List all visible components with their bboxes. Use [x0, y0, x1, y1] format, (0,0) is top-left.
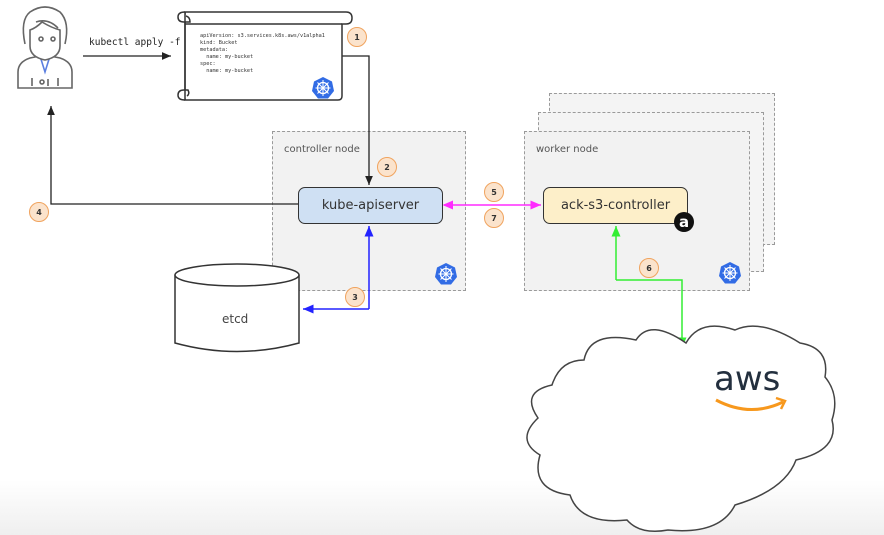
yaml-line: metadata:: [200, 47, 229, 53]
kube-apiserver-box[interactable]: kube-apiserver: [298, 187, 443, 224]
kubectl-command: kubectl apply -f: [89, 37, 181, 48]
yaml-line: kind: Bucket: [200, 40, 238, 46]
yaml-line: apiVersion: s3.services.k8s.aws/v1alpha1: [200, 33, 325, 39]
step-badge-4: 4: [29, 202, 49, 222]
aws-logo-text: aws: [714, 359, 781, 399]
step-badge-1: 1: [347, 27, 367, 47]
kubernetes-icon: [435, 263, 457, 285]
user-avatar-icon: [17, 6, 73, 89]
yaml-line: name: my-bucket: [200, 54, 254, 60]
aws-smile: [715, 398, 784, 412]
kubernetes-icon: [312, 77, 334, 99]
ack-badge-icon: a: [674, 212, 694, 232]
controller-node-label: controller node: [284, 144, 360, 155]
manifest-to-apiserver-arrow: [342, 55, 373, 185]
yaml-line: spec:: [200, 61, 216, 67]
kubernetes-icon: [719, 262, 741, 284]
step-badge-2: 2: [377, 157, 397, 177]
apiserver-to-user-arrow: [47, 106, 299, 205]
aws-smile-tip: [775, 396, 787, 410]
step-badge-6: 6: [639, 258, 659, 278]
worker-node-label: worker node: [536, 144, 599, 155]
ack-s3-controller-box[interactable]: ack-s3-controller: [543, 187, 688, 224]
manifest-scroll: [177, 11, 353, 101]
step-badge-5: 5: [484, 182, 504, 202]
etcd-cylinder: [174, 263, 300, 353]
etcd-label: etcd: [222, 312, 249, 326]
step-badge-7: 7: [484, 208, 504, 228]
aws-cloud: [526, 325, 836, 532]
controller-to-aws-arrow: [616, 279, 687, 348]
step-badge-3: 3: [345, 287, 365, 307]
yaml-line: name: my-bucket: [200, 68, 254, 74]
